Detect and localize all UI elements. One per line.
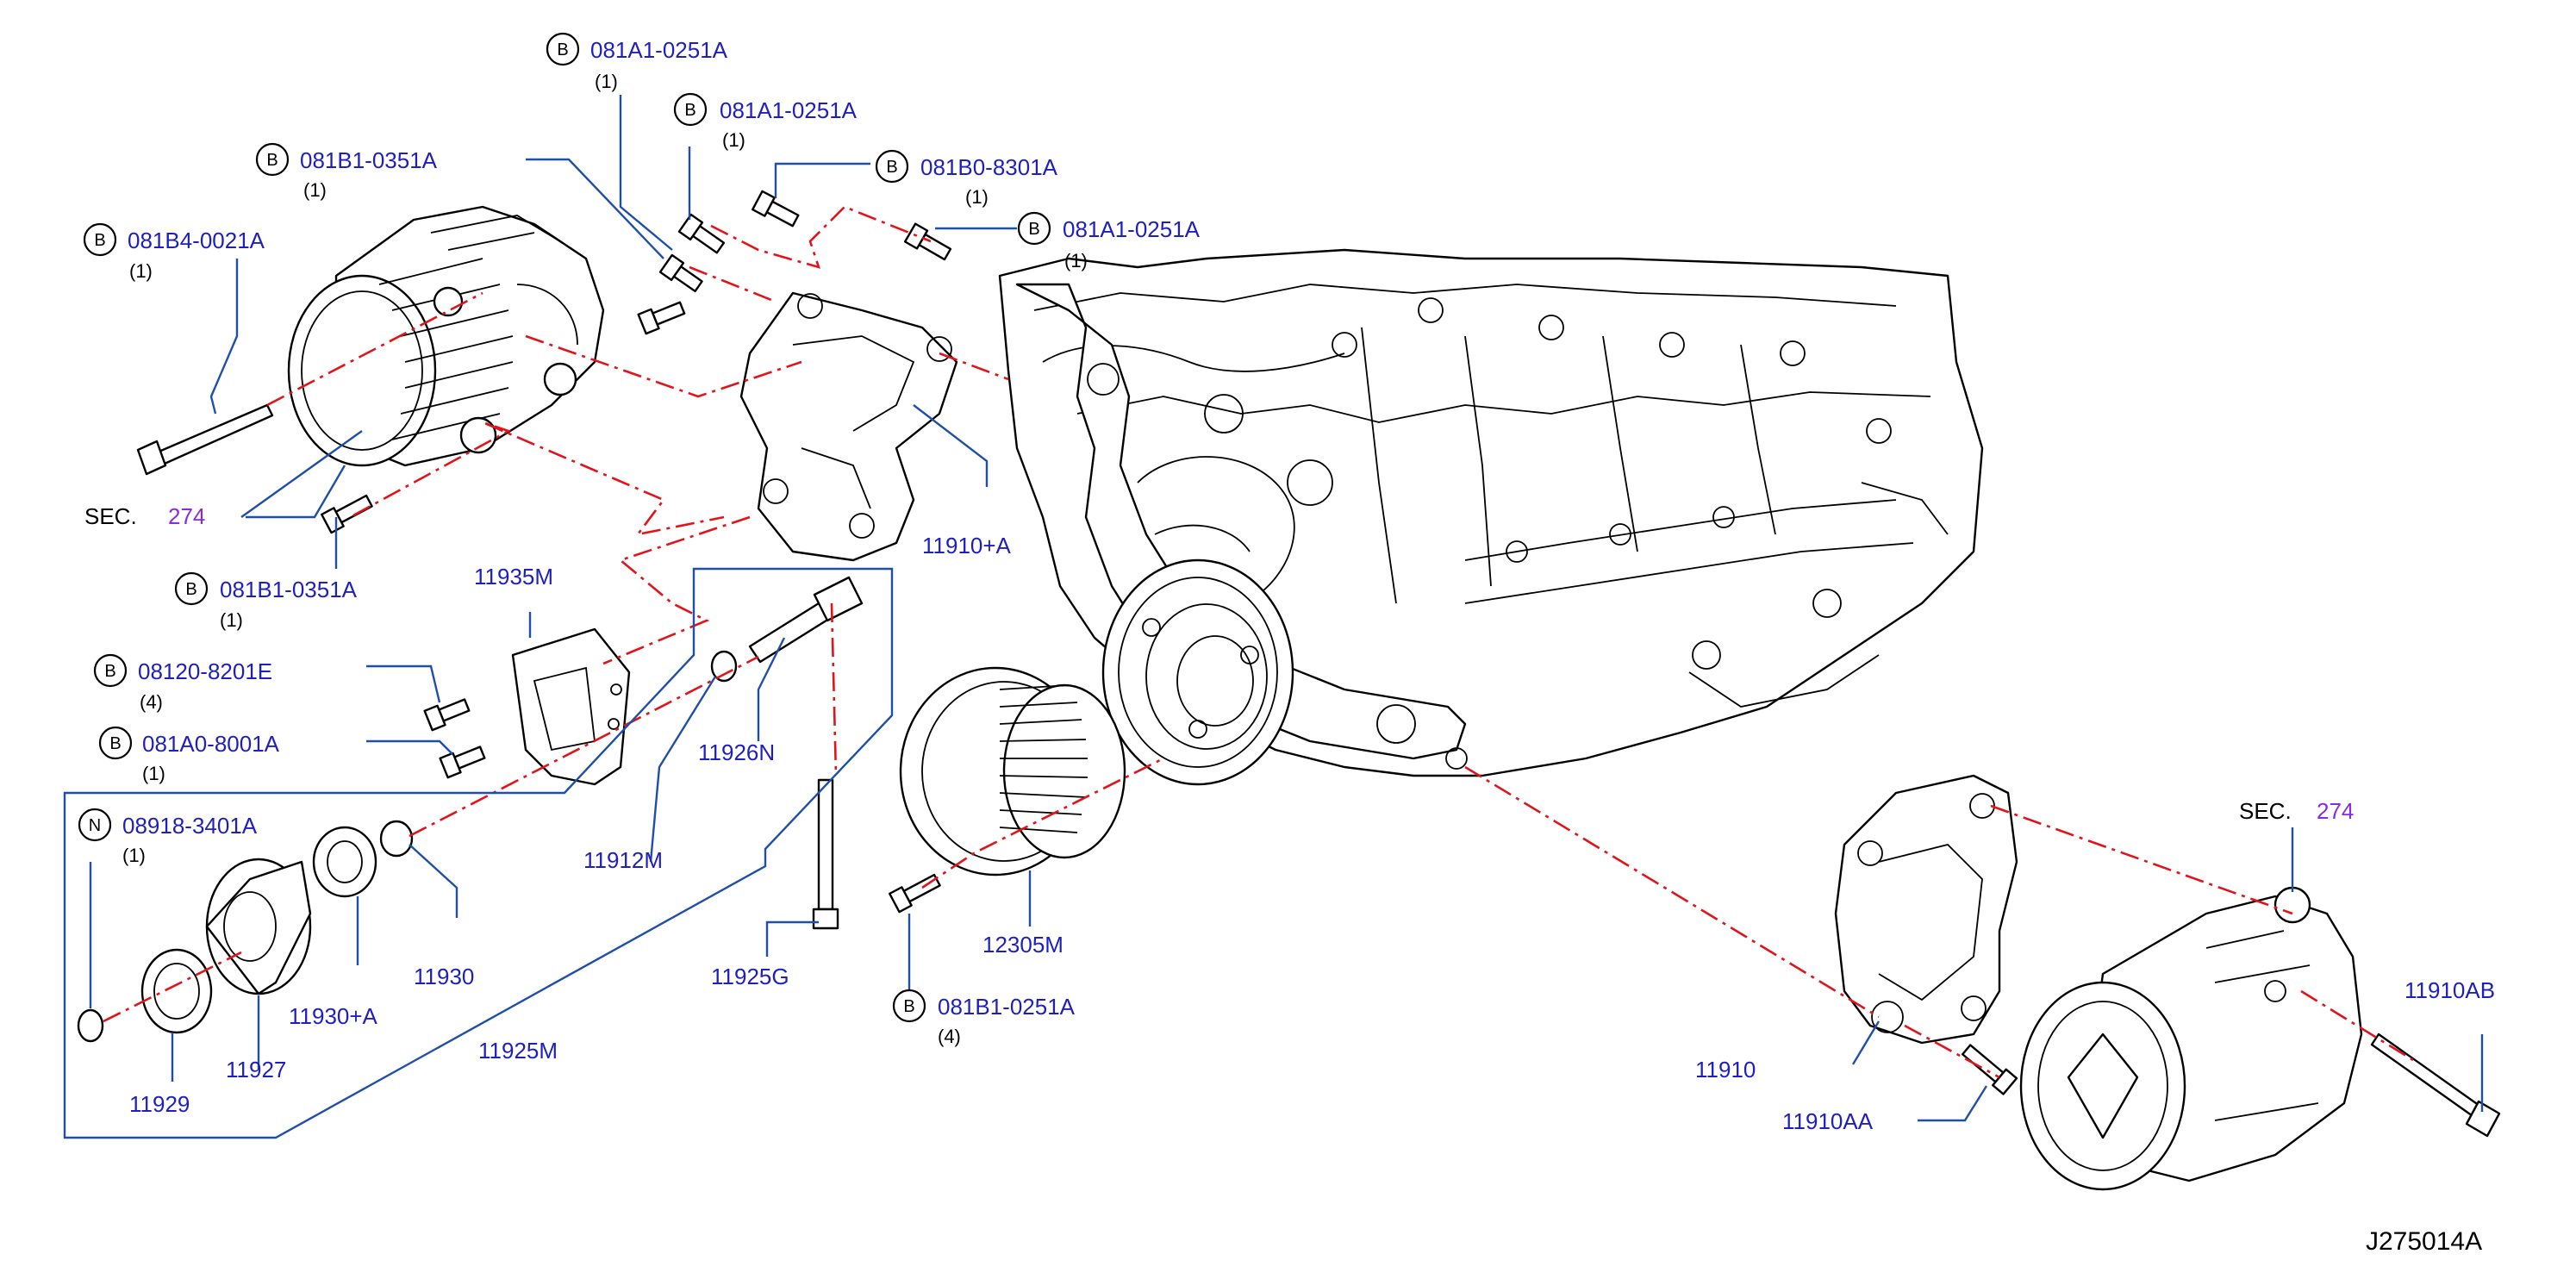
- callout-badge-letter: B: [557, 41, 568, 59]
- label-11927: 11927: [226, 1057, 286, 1082]
- callout-08120-8201E: B 08120-8201E (4): [93, 653, 272, 713]
- callout-part-number: 081B4-0021A: [128, 228, 265, 253]
- label-11930: 11930: [414, 964, 474, 989]
- callout-part-number: 081B1-0351A: [300, 147, 438, 173]
- callout-081B4-0021A: B 081B4-0021A (1): [83, 222, 265, 282]
- callout-badge-letter: B: [94, 231, 105, 250]
- label-11910AA: 11910AA: [1782, 1108, 1874, 1134]
- label-11930A: 11930+A: [289, 1003, 378, 1029]
- callout-081A0-8001A: B 081A0-8001A (1): [98, 726, 280, 784]
- callout-part-number: 081A1-0251A: [1063, 216, 1201, 242]
- long-bolt-left-drawing: [136, 403, 274, 476]
- engine-block-drawing: [998, 248, 1984, 786]
- callout-08918-3401A: N 08918-3401A (1): [78, 808, 258, 866]
- callout-part-number: 08918-3401A: [122, 813, 258, 839]
- sec-number: 274: [2317, 798, 2354, 824]
- callout-part-number: 081A1-0251A: [720, 97, 858, 123]
- diagram-code: J275014A: [2366, 1227, 2482, 1256]
- callout-081B1-0351A-bottom: B 081B1-0351A (1): [174, 571, 358, 631]
- callout-part-number: 081B1-0351A: [220, 577, 358, 602]
- label-12305M: 12305M: [982, 932, 1063, 958]
- callout-quantity: (1): [142, 763, 165, 784]
- callout-badge-letter: B: [185, 580, 196, 599]
- callout-badge-letter: B: [886, 158, 897, 177]
- callout-part-number: 081A1-0251A: [590, 37, 728, 63]
- callout-081B1-0251A: B 081B1-0251A (4): [892, 989, 1076, 1047]
- callout-quantity: (1): [1064, 250, 1088, 271]
- label-11912M: 11912M: [583, 847, 663, 873]
- callout-part-number: 081B1-0251A: [938, 994, 1076, 1020]
- callout-081A1-0251A-second: B 081A1-0251A (1): [673, 92, 858, 151]
- long-bolt-11910AB-drawing: [2370, 1033, 2501, 1138]
- sec-ref-right: SEC. 274: [2239, 798, 2354, 824]
- callout-badge-letter: B: [903, 997, 914, 1016]
- callout-badge-letter: B: [684, 101, 695, 120]
- callout-081B0-8301A: B 081B0-8301A (1): [875, 149, 1058, 208]
- label-11910A: 11910+A: [922, 533, 1012, 558]
- long-bolt-11925G-drawing: [812, 778, 839, 930]
- callout-081A1-0251A-right: B 081A1-0251A (1): [1017, 211, 1201, 271]
- callout-badge-letter: B: [266, 151, 278, 170]
- idler-pulley-drawing: [77, 820, 414, 1043]
- callout-quantity: (4): [938, 1026, 961, 1047]
- callout-quantity: (1): [220, 609, 243, 631]
- label-11926N: 11926N: [698, 739, 775, 765]
- callout-quantity: (1): [129, 260, 153, 282]
- compressor-right-drawing: [2019, 886, 2363, 1191]
- callout-badge-letter: B: [104, 662, 115, 681]
- label-11925G: 11925G: [711, 964, 789, 989]
- sec-ref-left: SEC. 274: [84, 503, 205, 529]
- callout-part-number: 081B0-8301A: [920, 154, 1058, 180]
- assembly-centerlines: [103, 205, 2414, 1079]
- sec-number: 274: [168, 503, 205, 529]
- callout-quantity: (4): [140, 691, 163, 713]
- leader-lines: [63, 95, 2484, 1139]
- label-11910AB: 11910AB: [2404, 977, 2495, 1003]
- sec-prefix: SEC.: [2239, 798, 2292, 824]
- bracket-11910A-drawing: [739, 291, 958, 562]
- callout-quantity: (1): [722, 129, 745, 151]
- callout-part-number: 081A0-8001A: [142, 731, 280, 757]
- callout-part-number: 08120-8201E: [138, 658, 272, 684]
- callout-quantity: (1): [303, 179, 327, 201]
- tensioner-bolt-drawing: [710, 576, 864, 683]
- small-bolts-drawing: [321, 190, 2018, 1095]
- callout-quantity: (1): [595, 71, 618, 92]
- callout-quantity: (1): [965, 186, 989, 208]
- label-11910: 11910: [1695, 1057, 1756, 1082]
- sec-prefix: SEC.: [84, 503, 137, 529]
- crank-pulley-12305M-drawing: [899, 666, 1126, 877]
- bracket-11910-drawing: [1834, 774, 2018, 1045]
- callout-badge-letter: B: [1028, 220, 1039, 239]
- callout-081A1-0251A-top: B 081A1-0251A (1): [546, 32, 728, 92]
- callout-badge-letter: B: [109, 734, 121, 753]
- label-11929: 11929: [129, 1091, 190, 1117]
- tensioner-bracket-11935M-drawing: [511, 627, 631, 786]
- callout-quantity: (1): [122, 845, 146, 866]
- label-11925M: 11925M: [478, 1038, 558, 1064]
- callout-081B1-0351A-top: B 081B1-0351A (1): [255, 142, 438, 201]
- callout-badge-letter: N: [89, 816, 101, 835]
- compressor-left-drawing: [287, 205, 605, 467]
- label-11935M: 11935M: [474, 564, 553, 590]
